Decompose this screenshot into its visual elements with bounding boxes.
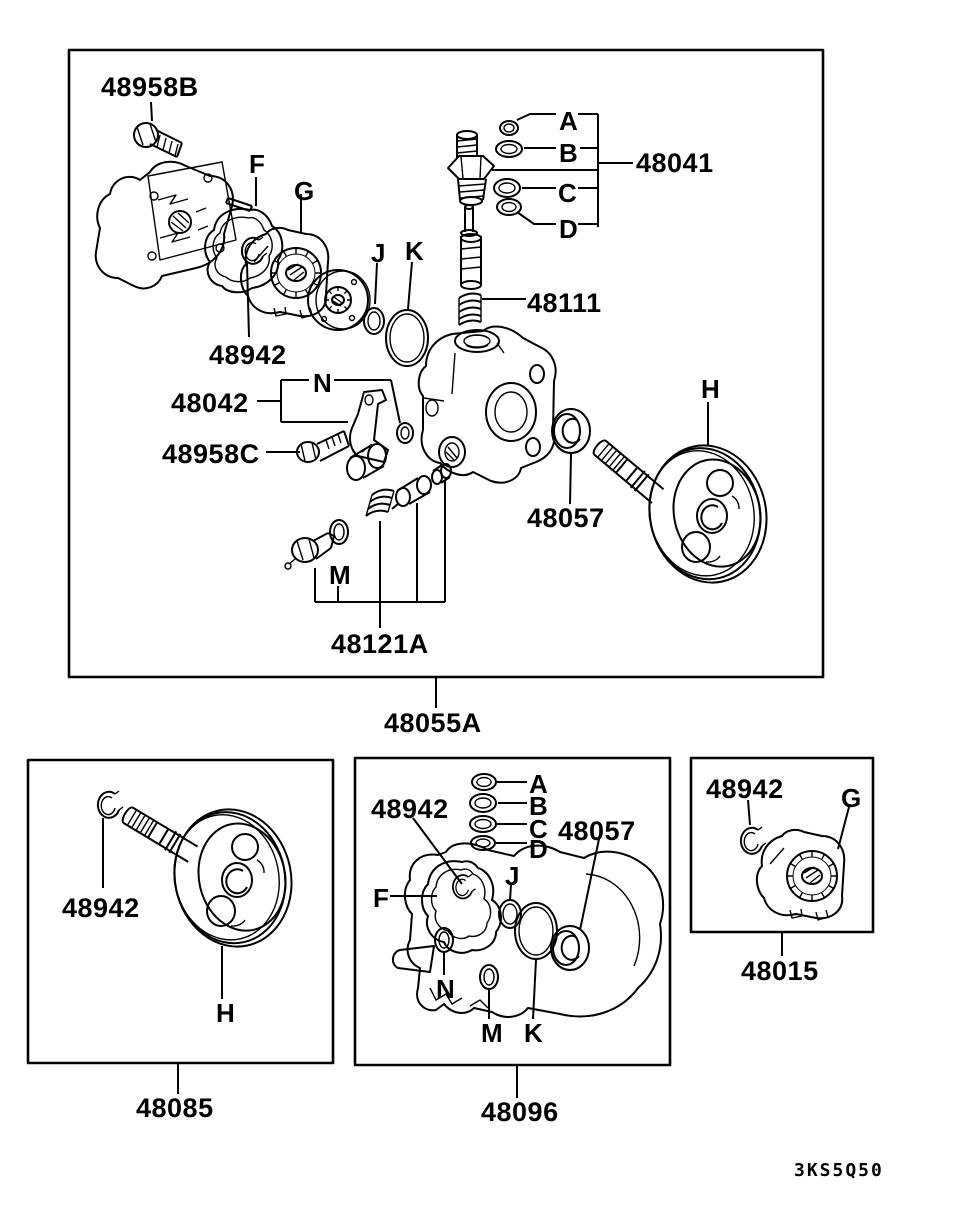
pulley-box-frame [26,758,335,1094]
callout-ring-a: A [559,106,579,136]
callout-48958c: 48958C [162,439,260,469]
assembly-box-label: 48055A [384,708,482,738]
callout-ring-d: D [559,214,579,244]
callout-k-kit: K [524,1018,544,1048]
bushing-48057-seal-kit [550,925,590,971]
callout-n-main: N [313,368,333,398]
rear-cover-plate [94,160,253,290]
callout-g-main: G [294,176,315,206]
callout-m-kit: M [481,1018,504,1048]
cam-ring-g [239,226,330,319]
callout-ring-b: B [559,138,579,168]
rotor-box-cam-ring [755,828,846,921]
seal-kit-gasket-sheet [392,842,665,1018]
rotor-box-frame [689,756,875,956]
callout-m-main: M [329,560,352,590]
callout-j-kit: J [505,861,520,891]
callout-48111: 48111 [527,288,602,318]
bolt-48958c [296,430,350,463]
snap-ring-48942-rotor-box [739,826,767,855]
spring-48111-part [458,292,482,326]
oring-j-main [363,307,385,335]
callout-f-kit: F [373,883,390,913]
callout-j-main: J [371,238,386,268]
pulley-box-label: 48085 [136,1093,214,1123]
callout-h-main: H [701,374,721,404]
pulley-h-box [160,797,306,959]
callout-kit-b: B [529,791,549,821]
bracket-oring [396,422,414,444]
pulley-box-leaders [102,818,223,999]
snap-ring-48942-pulley-box [96,790,124,819]
callout-h-pulley-box: H [216,998,236,1028]
callout-48057-main: 48057 [527,503,605,533]
assembly-box-frame [67,48,825,708]
rotor-box-leaders [747,799,850,850]
callout-ring-c: C [558,178,578,208]
seal-kit-box-frame [353,756,672,1098]
vane-rotor [307,269,371,331]
callout-48942-main: 48942 [209,340,287,370]
callout-kit-c: C [529,814,549,844]
bushing-48057-main [551,408,591,454]
rotor-box-label: 48015 [741,956,819,986]
seal-kit-leaders [390,781,600,1020]
callout-k-main: K [405,236,425,266]
bolt-48958b [133,122,183,158]
seal-kit-rings-abcd [469,773,497,851]
callout-48942-rotor-box: 48942 [706,774,784,804]
callout-48942-pulley-box: 48942 [62,893,140,923]
valve-48121a-parts [284,463,452,570]
pump-body [417,325,557,484]
callout-48042: 48042 [171,388,249,418]
callout-48057-seal-kit: 48057 [558,816,636,846]
connector-48041-part [447,130,495,206]
callout-kit-d: D [529,834,549,864]
sleeve [346,443,387,481]
callout-n-kit: N [436,974,456,1004]
figure-code: 3KS5Q50 [794,1160,884,1181]
pulley-h-main [635,433,781,595]
seal-kit-box-label: 48096 [481,1097,559,1127]
flow-valve [460,204,482,290]
callout-g-rotor-box: G [841,783,862,813]
connector-orings-abcd [493,120,523,216]
callout-48958b: 48958B [101,72,199,102]
callout-f-main: F [249,149,266,179]
oring-k-main [385,309,429,367]
callout-48041: 48041 [636,148,714,178]
pump-shaft [589,435,666,506]
callout-kit-a: A [529,769,549,799]
callout-48121a: 48121A [331,629,429,659]
assembly-leader-lines [150,101,709,628]
callout-48942-seal-kit: 48942 [371,794,449,824]
